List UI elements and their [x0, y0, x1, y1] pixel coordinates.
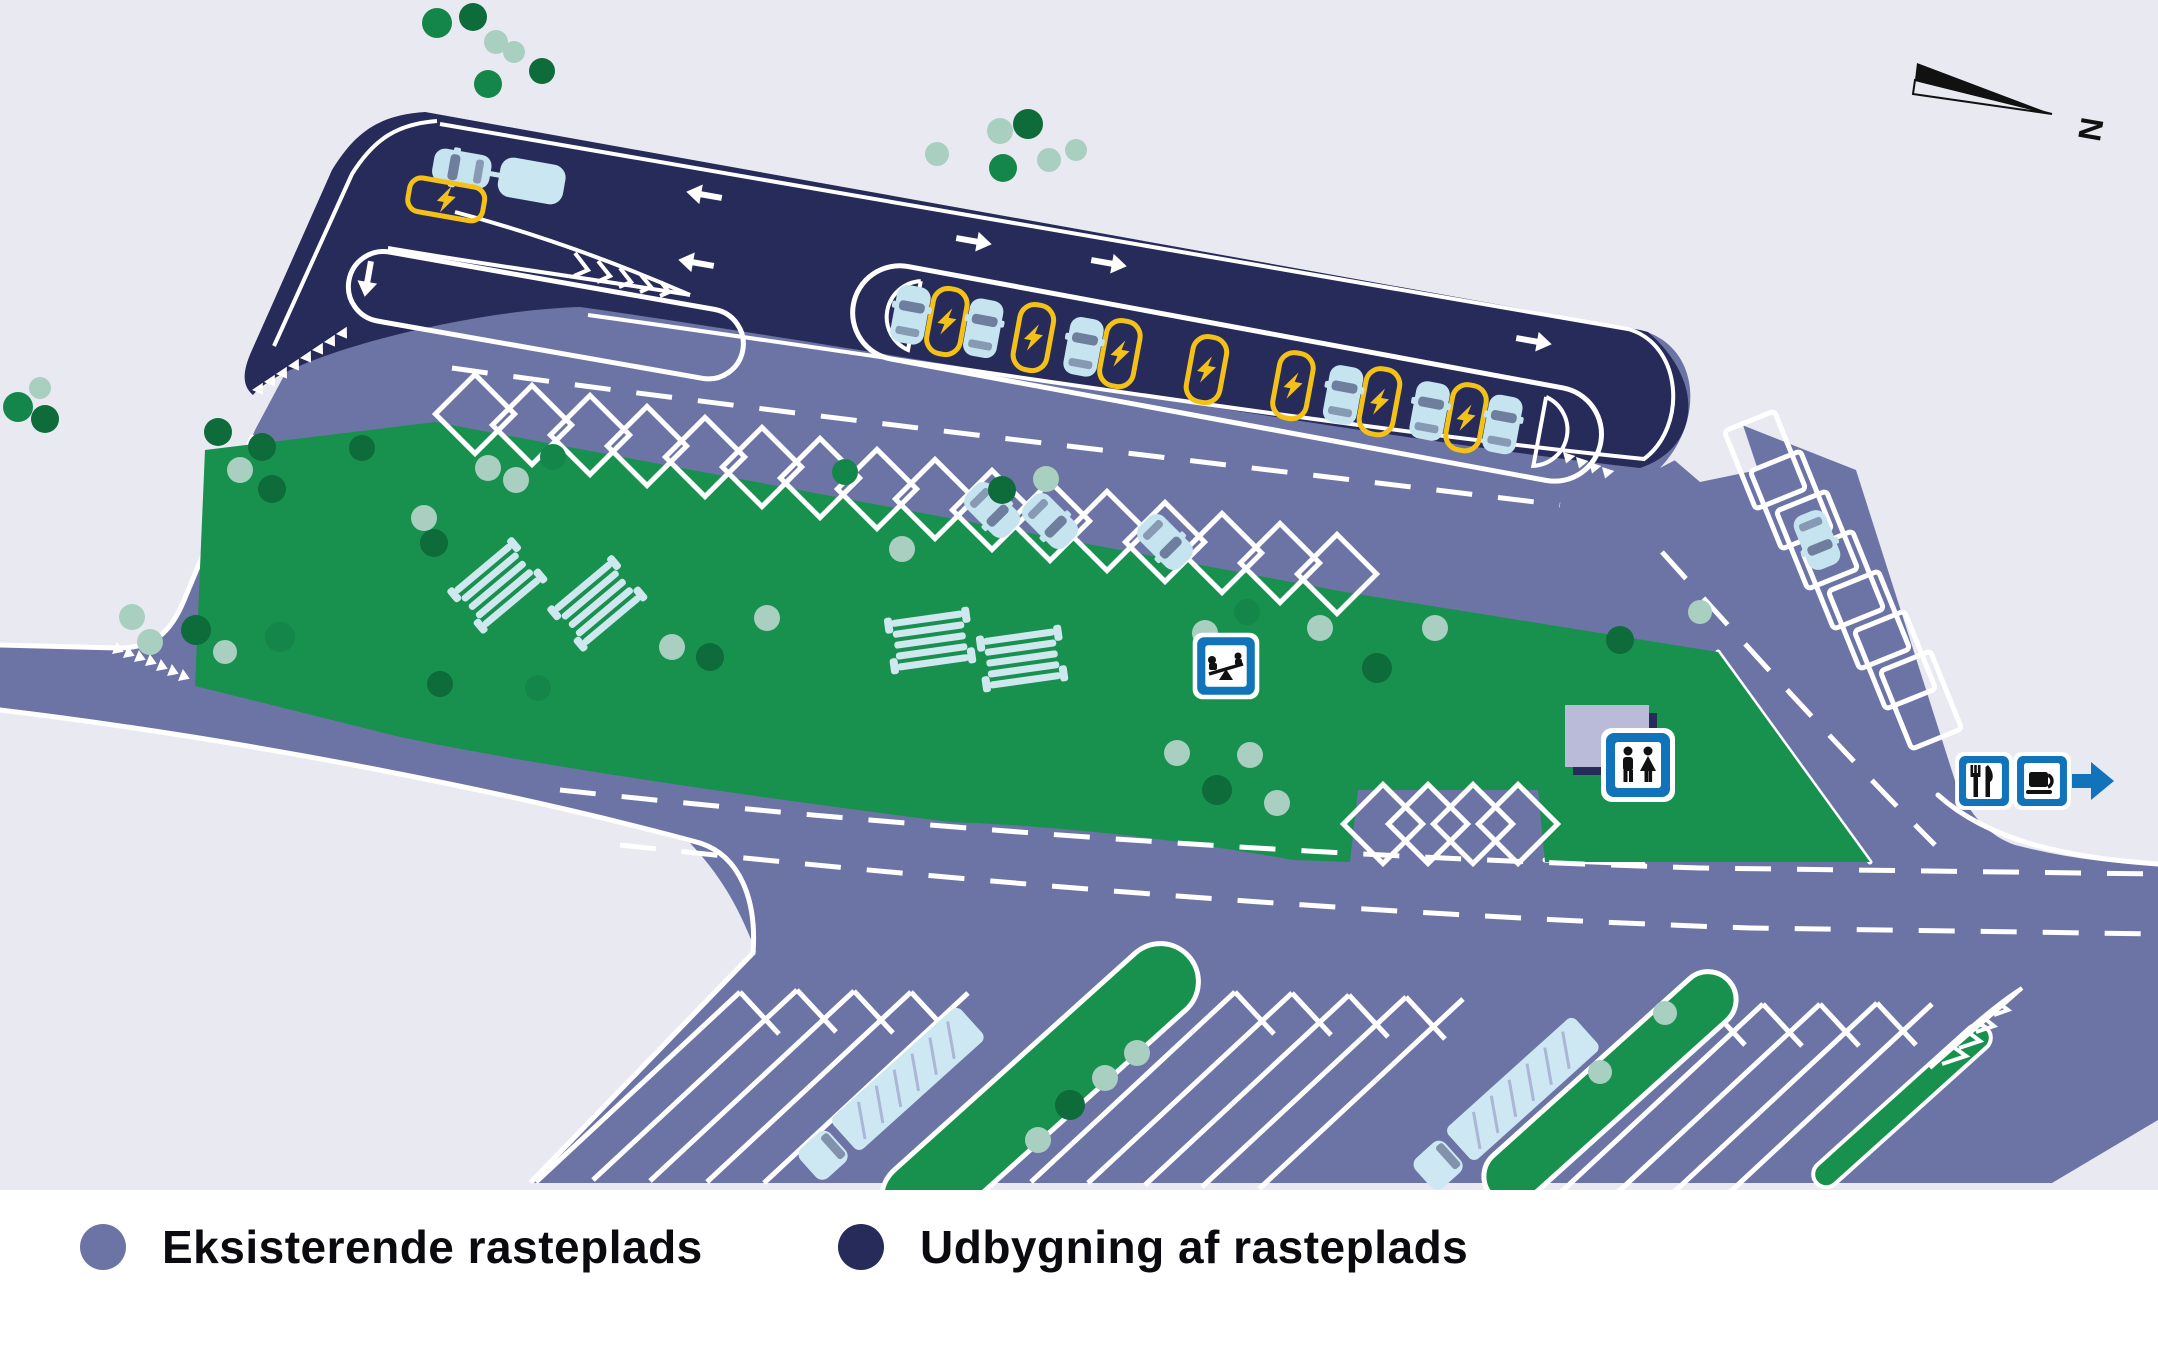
cafe-sign — [2013, 752, 2071, 810]
fork-knife-icon — [1970, 765, 1993, 797]
ev-charging-pad — [405, 175, 488, 224]
map-canvas: N — [0, 0, 2158, 1190]
island-outline — [345, 249, 746, 382]
legend: Eksisterende rasteplads Udbygning af ras… — [0, 1190, 2158, 1370]
chevron-taper — [1928, 986, 2024, 1070]
restaurant-sign — [1955, 752, 2013, 810]
expansion-area — [244, 112, 1689, 484]
grass-area-main — [195, 422, 1870, 862]
man-woman-icon — [1623, 746, 1656, 782]
exit-arrow-icon — [2072, 762, 2114, 800]
lane-divider — [387, 210, 691, 298]
lane-dashed-lines — [451, 365, 2158, 937]
playground-sign — [1192, 632, 1260, 700]
toilet-sign — [1601, 728, 1675, 802]
legend-item-expans: Udbygning af rasteplads — [838, 1220, 1468, 1274]
car-with-caravan — [405, 143, 566, 224]
ev-charging-island — [850, 263, 1604, 484]
truck-parking-rows — [534, 988, 1934, 1190]
site-plan-map: N — [0, 0, 2158, 1190]
legend-swatch-expansion — [838, 1224, 884, 1270]
seesaw-icon — [1208, 652, 1244, 680]
trees — [3, 3, 1712, 1153]
legend-label-existing: Eksisterende rasteplads — [162, 1221, 703, 1273]
legend-label-expansion: Udbygning af rasteplads — [920, 1221, 1469, 1273]
legend-swatch-existing — [80, 1224, 126, 1270]
grass-islands — [879, 941, 2024, 1190]
coffee-cup-icon — [2026, 772, 2054, 794]
legend-item-existing: Eksisterende rasteplads — [80, 1220, 703, 1274]
compass-north-arrow: N — [1911, 63, 2111, 144]
